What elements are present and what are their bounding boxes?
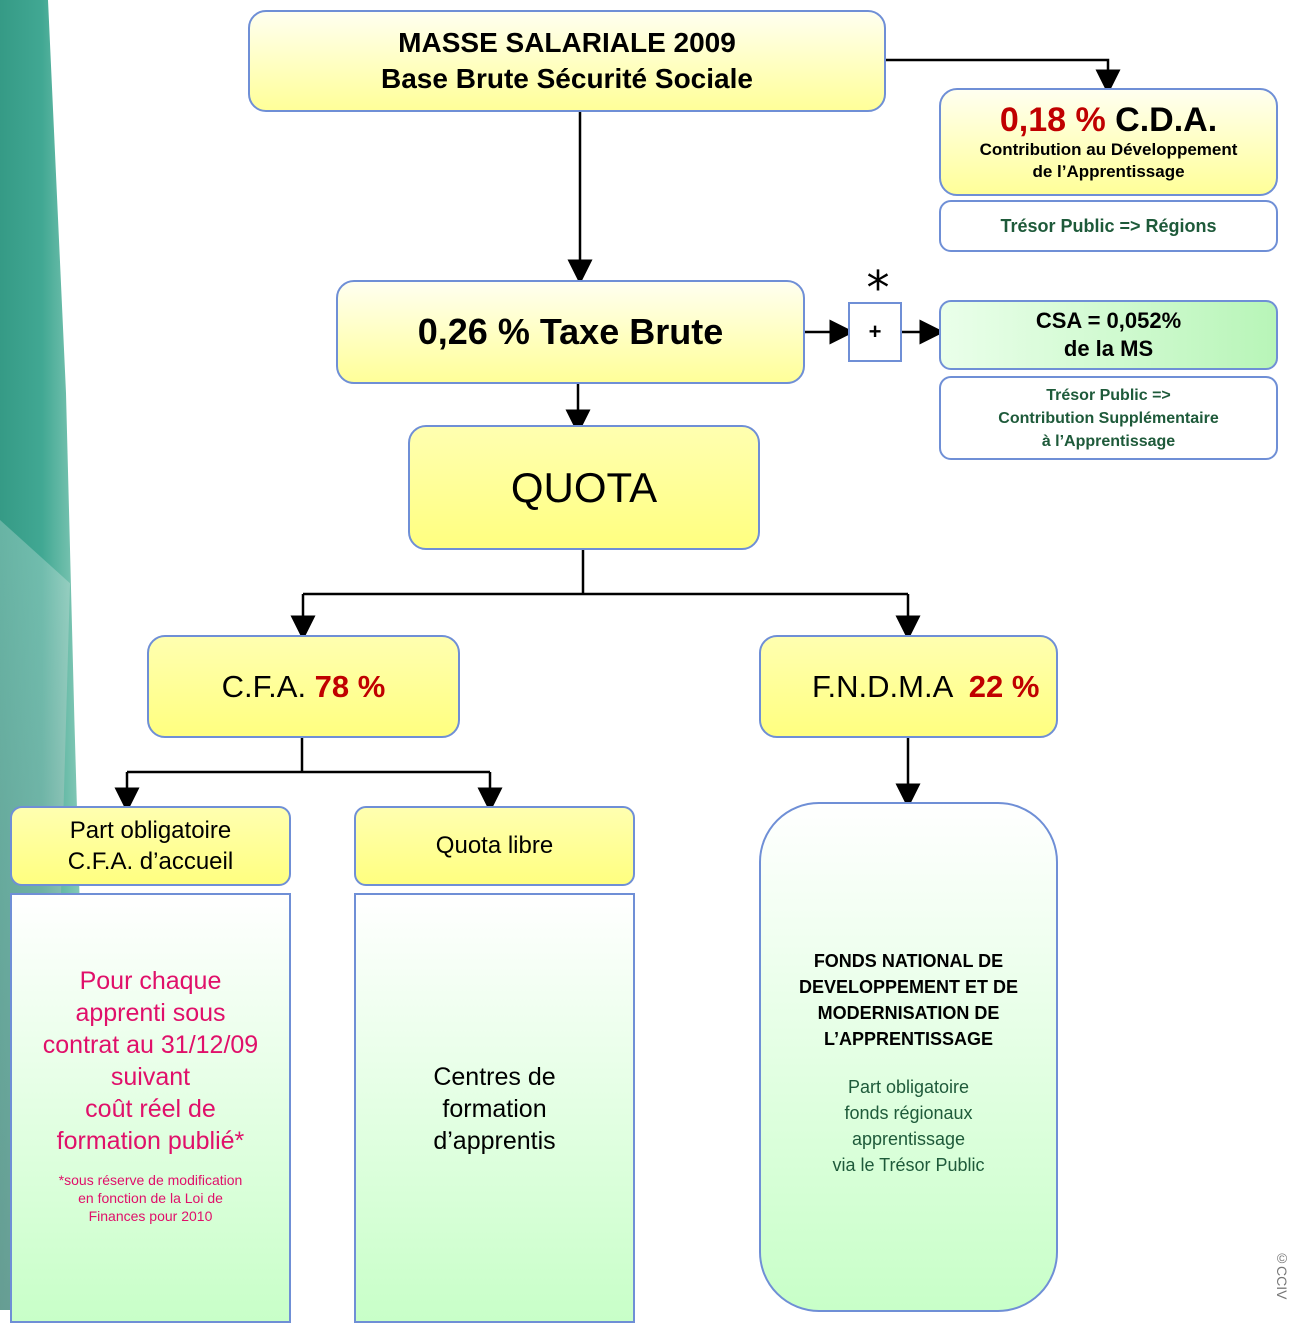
cda-percent: 0,18 % <box>999 101 1106 139</box>
asterisk-mark: * <box>866 261 890 315</box>
cda-desc-2: de l’Apprentissage <box>1032 162 1185 181</box>
fonds-desc-line: via le Trésor Public <box>832 1155 985 1175</box>
fonds-title-line: L’APPRENTISSAGE <box>823 1029 993 1049</box>
fndma-box: F.N.D.M.A 22 % <box>759 635 1058 738</box>
fonds-title-line: DEVELOPPEMENT ET DE <box>798 977 1019 997</box>
pour-chaque-line: suivant <box>110 1063 191 1091</box>
cfa-heading: C.F.A. 78 % <box>222 669 386 705</box>
pour-chaque-line: apprenti sous <box>75 999 226 1027</box>
fndma-label: F.N.D.M.A <box>812 668 969 704</box>
masse-title: MASSE SALARIALE 2009 <box>398 27 736 58</box>
cda-destination-box: Trésor Public => Régions <box>939 200 1278 252</box>
csa-box: CSA = 0,052% de la MS <box>939 300 1278 370</box>
fonds-desc: Part obligatoire fonds régionaux apprent… <box>832 1074 984 1178</box>
quota-libre-box: Quota libre <box>354 806 635 886</box>
csa-dest-2: Contribution Supplémentaire <box>998 409 1219 427</box>
reserve-note: *sous réserve de modification en fonctio… <box>59 1171 243 1225</box>
csa-destination-box: Trésor Public => Contribution Supplément… <box>939 376 1278 460</box>
fonds-desc-line: apprentissage <box>851 1129 966 1149</box>
fonds-desc-line: fonds régionaux <box>844 1103 973 1123</box>
cfa-box: C.F.A. 78 % <box>147 635 460 738</box>
masse-subtitle: Base Brute Sécurité Sociale <box>381 63 753 94</box>
taxe-label: 0,26 % Taxe Brute <box>417 311 724 352</box>
taxe-brute-box: 0,26 % Taxe Brute <box>336 280 805 384</box>
fonds-title-line: MODERNISATION DE <box>817 1003 1000 1023</box>
cda-desc-1: Contribution au Développement <box>979 140 1238 159</box>
centres-line: Centres de <box>433 1063 556 1091</box>
cfa-label: C.F.A. <box>221 668 315 704</box>
csa-dest-3: à l’Apprentissage <box>1041 432 1176 450</box>
cda-box: 0,18 % C.D.A. Contribution au Développem… <box>939 88 1278 196</box>
pour-chaque-line: formation publié* <box>56 1127 245 1155</box>
pour-chaque-line: Pour chaque <box>79 967 222 995</box>
part-obligatoire-line-2: C.F.A. d’accueil <box>67 848 234 875</box>
pour-chaque-text: Pour chaque apprenti sous contrat au 31/… <box>43 965 258 1157</box>
cda-heading: 0,18 % C.D.A. <box>1000 101 1217 139</box>
part-obligatoire-box: Part obligatoire C.F.A. d’accueil <box>10 806 291 886</box>
fonds-national-box: FONDS NATIONAL DE DEVELOPPEMENT ET DE MO… <box>759 802 1058 1312</box>
fonds-title-line: FONDS NATIONAL DE <box>813 951 1004 971</box>
arrow-masse-to-cda <box>886 58 1121 95</box>
reserve-note-line: en fonction de la Loi de <box>78 1190 223 1206</box>
centres-box: Centres de formation d’apprentis <box>354 893 635 1323</box>
pour-chaque-line: coût réel de <box>85 1095 216 1123</box>
centres-line: d’apprentis <box>433 1127 556 1155</box>
plus-box: + <box>848 302 902 362</box>
part-obligatoire-line-1: Part obligatoire <box>69 817 232 844</box>
fndma-percent: 22 % <box>968 668 1040 704</box>
quota-label: QUOTA <box>510 463 658 511</box>
cda-label: C.D.A. <box>1105 101 1218 139</box>
copyright-mark: ©CCIV <box>1274 1250 1290 1300</box>
reserve-note-line: *sous réserve de modification <box>58 1172 243 1188</box>
cfa-percent: 78 % <box>314 668 386 704</box>
centres-text: Centres de formation d’apprentis <box>433 1061 555 1157</box>
fonds-desc-line: Part obligatoire <box>847 1077 970 1097</box>
csa-line-2: de la MS <box>1063 336 1154 361</box>
pour-chaque-line: contrat au 31/12/09 <box>42 1031 259 1059</box>
quota-box: QUOTA <box>408 425 760 550</box>
reserve-note-line: Finances pour 2010 <box>88 1208 213 1224</box>
csa-dest-1: Trésor Public => <box>1046 386 1171 404</box>
centres-line: formation <box>442 1095 547 1123</box>
quota-libre-label: Quota libre <box>435 832 554 859</box>
pour-chaque-box: Pour chaque apprenti sous contrat au 31/… <box>10 893 291 1323</box>
cda-destination: Trésor Public => Régions <box>1000 215 1217 236</box>
fonds-title: FONDS NATIONAL DE DEVELOPPEMENT ET DE MO… <box>799 948 1018 1052</box>
plus-symbol: + <box>868 319 882 344</box>
csa-line-1: CSA = 0,052% <box>1035 308 1182 333</box>
masse-salariale-box: MASSE SALARIALE 2009 Base Brute Sécurité… <box>248 10 886 112</box>
fndma-heading: F.N.D.M.A 22 % <box>778 633 1040 741</box>
